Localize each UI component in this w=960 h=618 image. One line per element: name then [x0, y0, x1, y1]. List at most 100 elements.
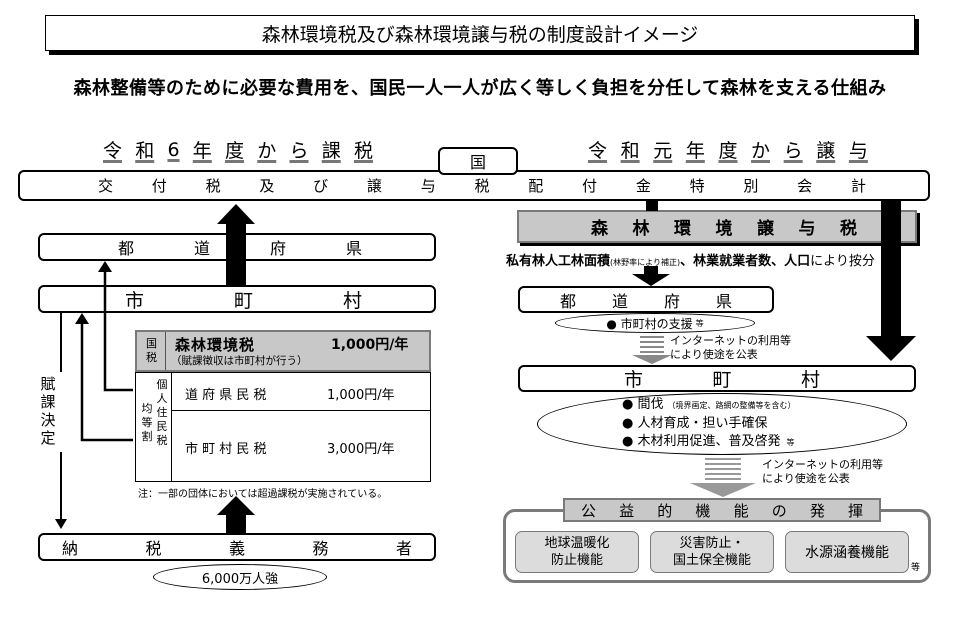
- account-char: 金: [635, 177, 651, 195]
- function-line: 水源涵養機能: [805, 545, 889, 561]
- joyozei-char: 環: [674, 219, 691, 239]
- function-title-char: の: [771, 501, 787, 520]
- internet-note-line: により使途を公表: [762, 472, 850, 485]
- allocation-part: 、: [680, 254, 694, 269]
- heading-char: か: [751, 140, 771, 162]
- taxpayer-char: 納: [62, 539, 79, 558]
- arrow-to-municipality: [75, 313, 133, 442]
- function-line: 災害防止・: [679, 536, 745, 551]
- kuni-tax-row: [135, 330, 431, 372]
- kintouwari-char: 均: [141, 402, 153, 415]
- use-item-suffix: 等: [786, 438, 795, 447]
- joyozei-char: 譲: [757, 219, 774, 239]
- use-item: ● 木材利用促進、普及啓発等: [622, 433, 795, 452]
- pref-char: 府: [663, 291, 680, 311]
- use-item-note: （境界画定、路網の整備等を含む）: [667, 401, 796, 410]
- heading-char: 課: [321, 140, 341, 162]
- function-line: 防止機能: [550, 553, 603, 568]
- allocation-part: (林野率により補正): [610, 258, 681, 267]
- kuni-label: 国: [469, 153, 486, 172]
- muni-char: 町: [712, 369, 732, 391]
- function-title-char: 能: [733, 501, 749, 520]
- public-functions-title: 公 益 的 機 能 の 発 揮: [563, 498, 881, 522]
- kuni-label-box: 国: [438, 147, 518, 175]
- pref-support-text: ● 市町村の支援: [606, 316, 693, 331]
- function-box-disaster: 災害防止・ 国土保全機能: [650, 531, 774, 573]
- heading-char: か: [257, 140, 277, 162]
- joyozei-char: 与: [798, 219, 816, 239]
- uses-ellipse: [537, 393, 907, 455]
- footnote: 注：一部の団体においては超過課税が実施されている。: [138, 489, 388, 500]
- taxpayer-box: 納 税 義 務 者: [38, 533, 436, 561]
- resident-char: 個: [156, 378, 168, 391]
- resident-char: 税: [156, 434, 168, 447]
- muni-char: 村: [800, 369, 820, 391]
- internet-note-line: インターネットの利用等: [762, 458, 883, 471]
- account-char: 計: [850, 177, 866, 195]
- arrow-taxpayer-to-table: [217, 496, 255, 533]
- taxpayer-char: 義: [228, 539, 245, 558]
- pref-char: 県: [345, 239, 362, 258]
- right-prefecture-box: 都 道 府 県: [518, 286, 774, 313]
- forest-tax-amount: 1,000円/年: [331, 337, 409, 353]
- account-char: 付: [151, 177, 167, 195]
- allocation-basis: 私有林人工林面積(林野率により補正)、林業就業者数、人口により按分: [506, 250, 956, 269]
- taxpayer-count-ellipse: 6,000万人強: [153, 564, 327, 590]
- heading-char: ら: [289, 140, 309, 162]
- account-char: 配: [528, 177, 544, 195]
- function-title-char: 的: [657, 501, 673, 520]
- arrow-account-to-municipality: [866, 200, 916, 361]
- heading-char: 与: [848, 140, 868, 162]
- pref-char: 府: [269, 239, 286, 258]
- pref-char: 道: [611, 291, 628, 311]
- function-box-water: 水源涵養機能: [785, 531, 909, 573]
- pref-char: 都: [118, 239, 135, 258]
- allocation-part: 私有林人工林面積: [506, 254, 611, 269]
- functions-suffix: 等: [911, 563, 921, 573]
- allocation-part: 人口: [784, 254, 811, 269]
- function-line: 地球温暖化: [544, 536, 610, 551]
- resident-tax-block: [135, 372, 431, 482]
- kuni-tax-label: 国 税: [138, 332, 166, 370]
- fukazei-char: 決: [40, 411, 56, 429]
- heading-char: 譲: [816, 140, 836, 162]
- pref-tax-amount: 1,000円/年: [327, 388, 395, 403]
- fukazei-char: 賦: [40, 375, 56, 393]
- function-line: 国土保全機能: [672, 553, 751, 568]
- taxpayer-char: 者: [395, 539, 412, 558]
- account-char: び: [313, 177, 329, 195]
- pref-char: 県: [715, 291, 732, 311]
- use-item: ● 間伐（境界画定、路網の整備等を含む）: [622, 396, 795, 415]
- kintouwari-char: 割: [141, 430, 153, 443]
- title-box: 森林環境税及び森林環境譲与税の制度設計イメージ: [45, 15, 915, 51]
- fukazei-char: 定: [40, 429, 56, 447]
- function-box-warming: 地球温暖化 防止機能: [515, 531, 639, 573]
- arrow-municipality-to-account: [217, 204, 255, 285]
- heading-char: 年: [192, 140, 212, 162]
- joyozei-char: 境: [715, 219, 733, 239]
- heading-char: 度: [718, 140, 738, 162]
- heading-char: 6: [167, 138, 180, 161]
- forest-tax-name: 森林環境税: [175, 336, 256, 354]
- resident-tax-label-a: 個 人 住 民 税: [155, 378, 169, 448]
- function-title-char: 発: [809, 501, 825, 520]
- muni-char: 市: [125, 289, 145, 312]
- function-title-char: 機: [695, 501, 711, 520]
- heading-char: 令: [103, 140, 123, 162]
- heading-char: 度: [225, 140, 245, 162]
- right-municipality-box: 市 町 村: [518, 365, 916, 392]
- allocation-part: 、: [771, 254, 785, 269]
- account-to-joyozei: [646, 200, 658, 211]
- resident-char: 住: [156, 406, 168, 419]
- muni-char: 村: [342, 289, 362, 312]
- resident-label-divider: [171, 372, 172, 482]
- right-heading: 令 和 元 年 度 か ら 譲 与: [588, 136, 868, 163]
- account-char: 会: [797, 177, 813, 195]
- heading-char: 令: [588, 140, 608, 162]
- account-char: 与: [420, 177, 436, 195]
- account-char: 税: [474, 177, 490, 195]
- heading-char: 元: [653, 140, 673, 162]
- heading-char: 和: [620, 140, 640, 162]
- kintouwari-char: 等: [141, 416, 153, 429]
